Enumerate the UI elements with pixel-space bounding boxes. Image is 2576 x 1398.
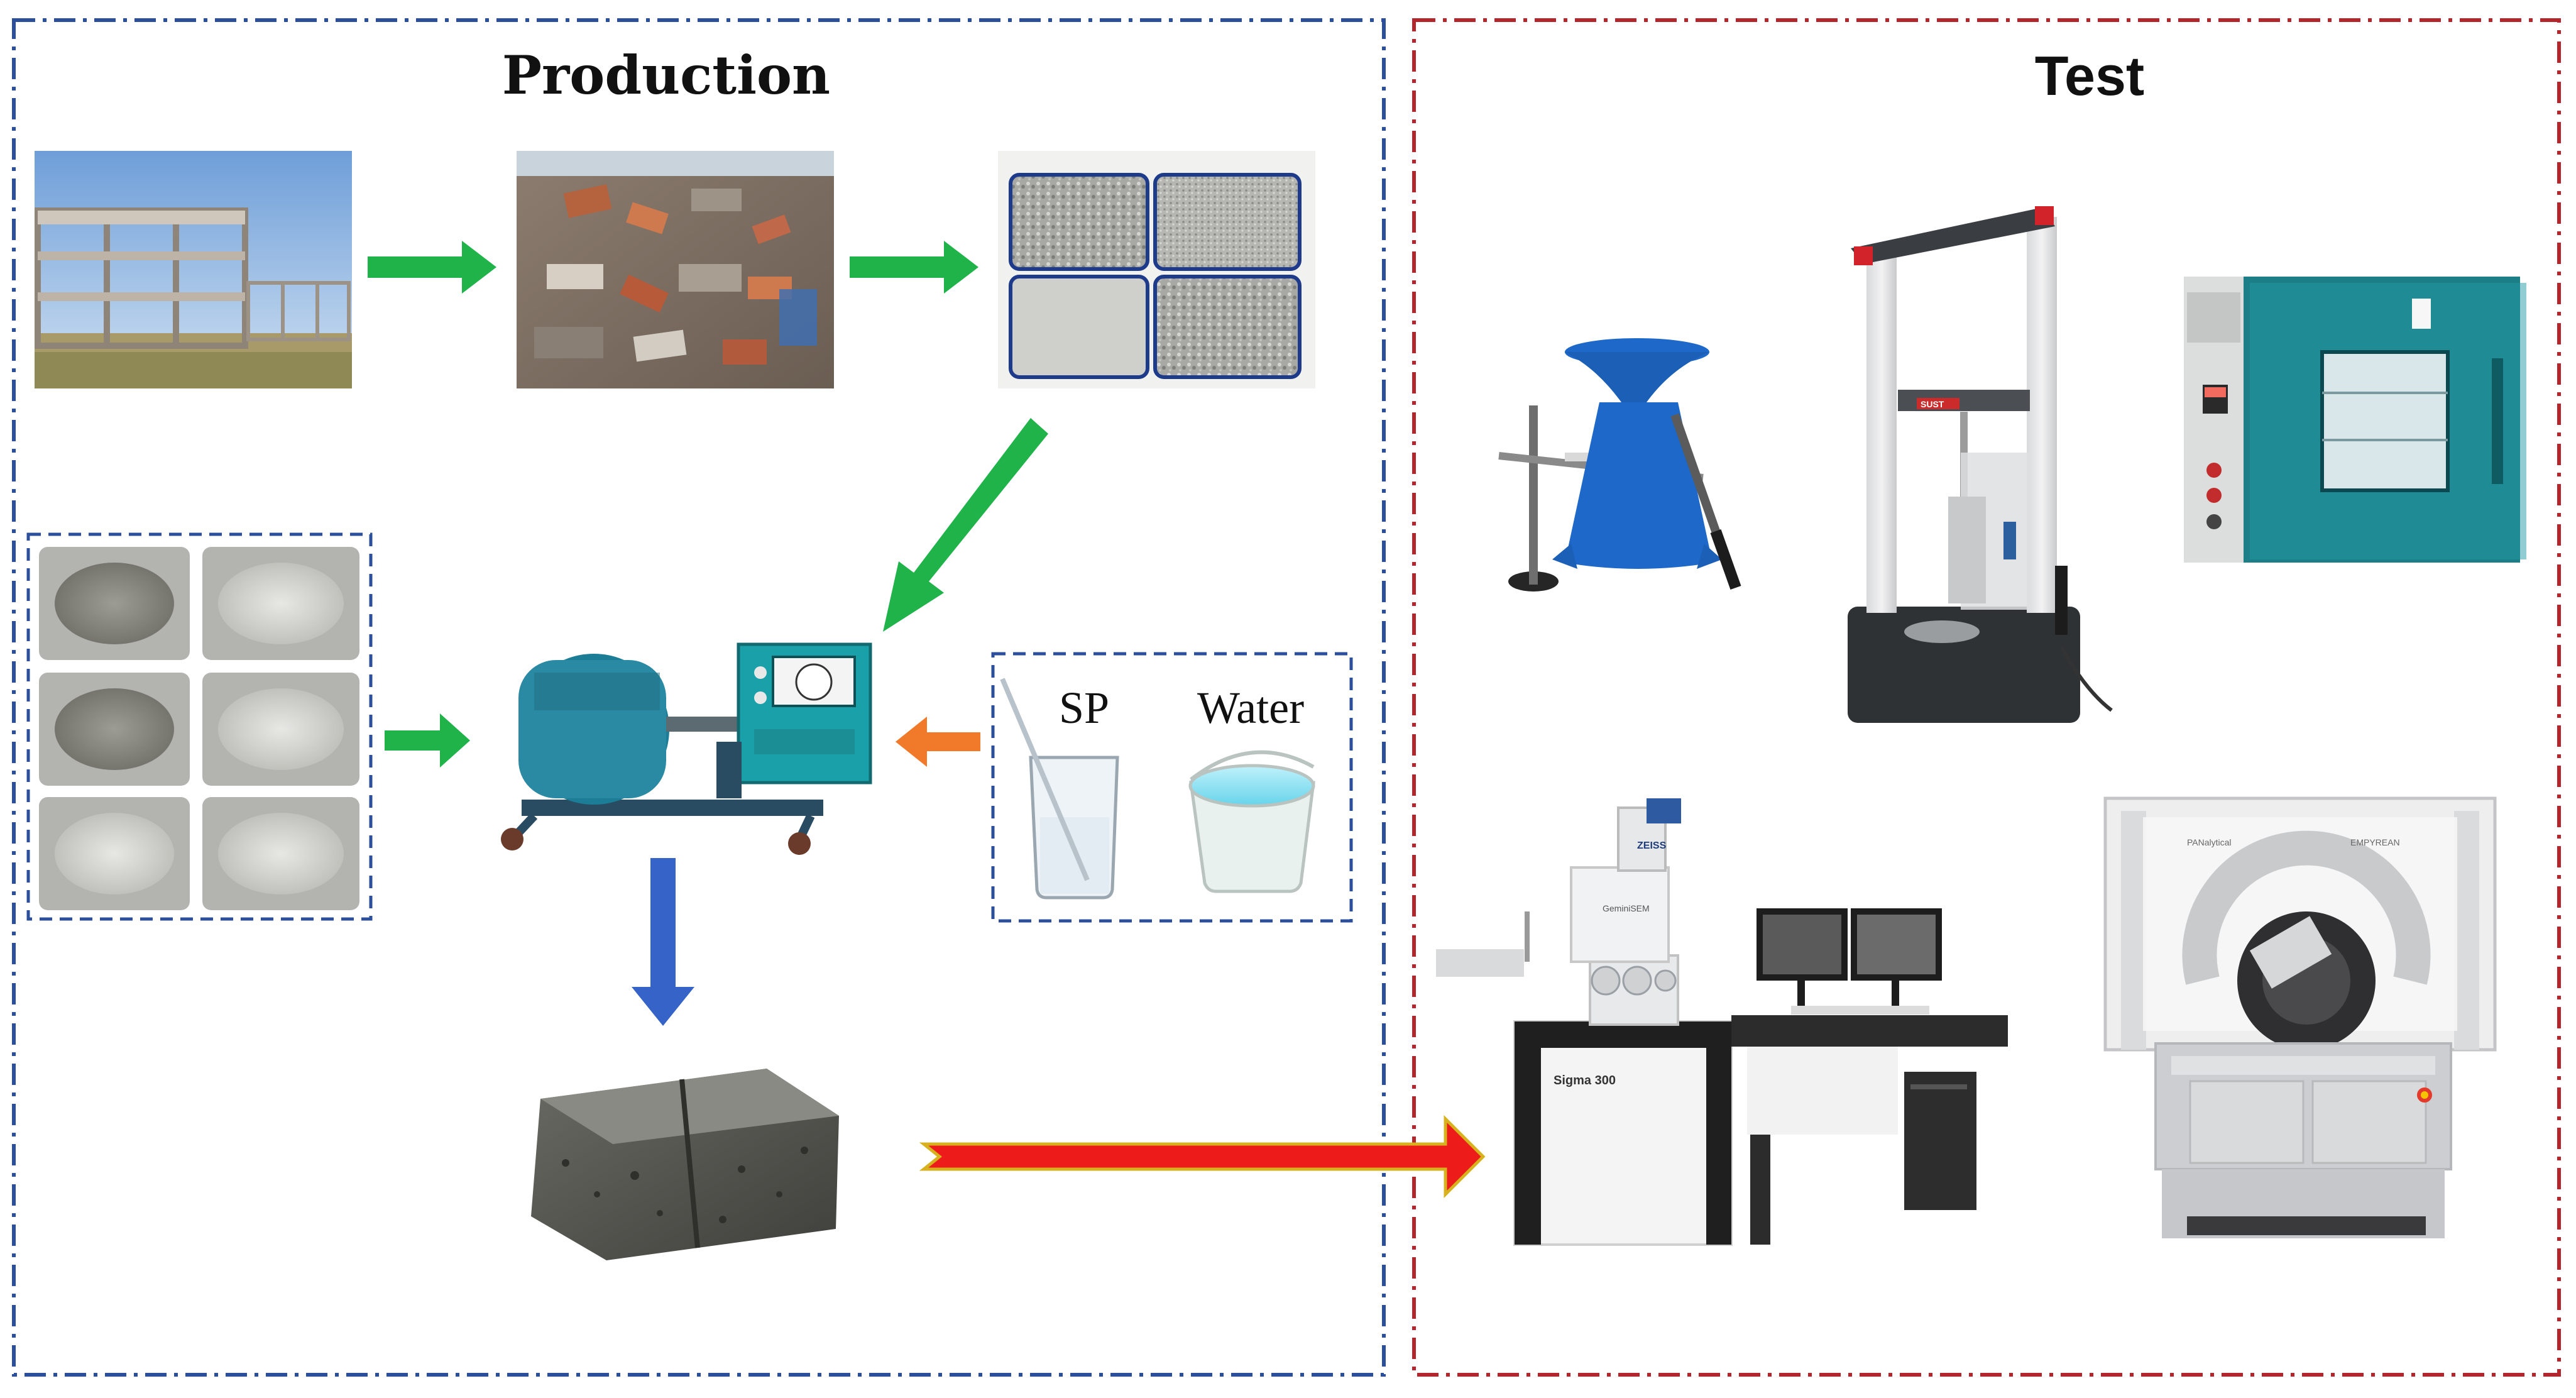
concrete-specimen	[531, 1069, 839, 1260]
arrow-orange	[896, 717, 980, 767]
recycled-aggregate-photo	[998, 151, 1315, 388]
production-title: Production	[501, 44, 831, 106]
test-panel-border	[1412, 18, 2561, 1377]
water-bucket-icon	[1188, 750, 1315, 893]
sp-label: SP	[1059, 683, 1110, 733]
sem-model-top-label: GeminiSEM	[1603, 903, 1650, 913]
production-panel-border	[12, 18, 1386, 1377]
slump-cone-apparatus	[1498, 338, 1741, 592]
water-label: Water	[1197, 683, 1305, 733]
sem-model-label: Sigma 300	[1554, 1074, 1616, 1087]
admixtures-group	[991, 652, 1353, 923]
arrow-green-1	[368, 241, 496, 294]
arrow-red	[919, 1115, 1486, 1199]
powder-samples-group	[26, 532, 373, 921]
arrow-green-2	[850, 241, 978, 294]
beaker-icon	[1000, 678, 1119, 900]
test-title: Test	[2034, 45, 2145, 107]
scanning-electron-microscope: Sigma 300 ZEISS GeminiSEM	[1436, 798, 2008, 1246]
xrd-model-label: EMPYREAN	[2350, 837, 2400, 847]
universal-testing-machine	[1848, 206, 2113, 723]
construction-waste-photo	[517, 151, 834, 388]
demolished-building-photo	[35, 151, 352, 388]
utm-display-label: SUST	[1921, 399, 1944, 409]
sem-brand-label: ZEISS	[1637, 840, 1667, 851]
arrow-green-3	[385, 713, 470, 768]
arrow-blue-down	[632, 858, 694, 1026]
concrete-mixer	[501, 642, 872, 855]
arrow-green-diagonal	[883, 418, 1048, 632]
x-ray-diffractometer: PANalytical EMPYREAN	[2103, 796, 2497, 1238]
drying-oven	[2184, 277, 2526, 563]
xrd-brand-label: PANalytical	[2187, 837, 2232, 847]
